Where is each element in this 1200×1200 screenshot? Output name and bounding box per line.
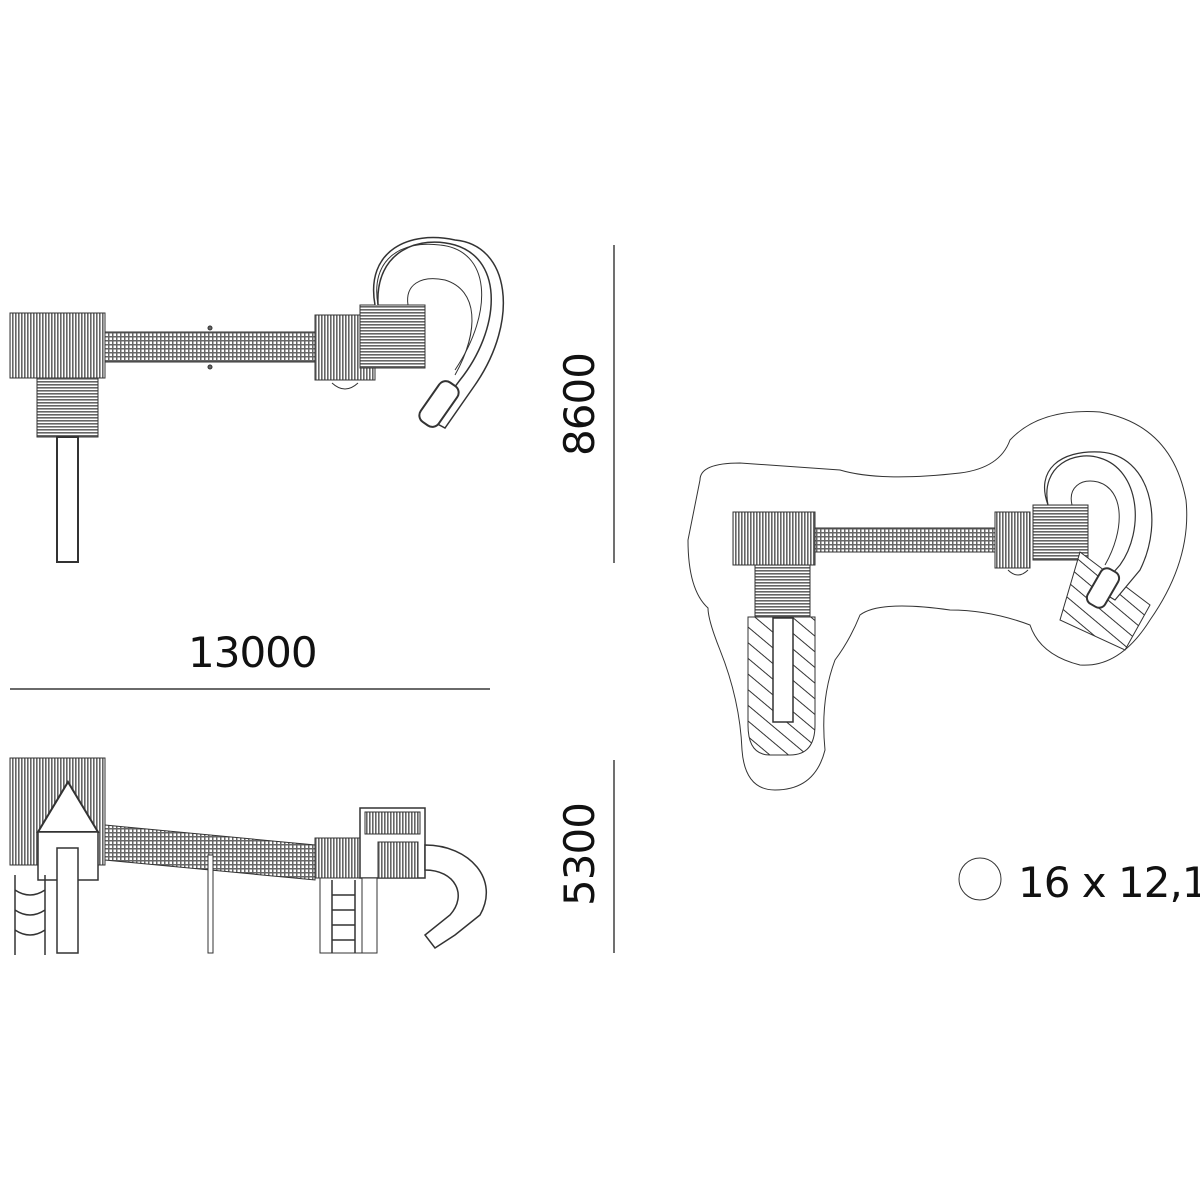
safety-zone-view	[687, 411, 1188, 791]
rope-bridge-side	[104, 824, 316, 881]
slide-side	[56, 847, 79, 954]
tube-slide-side	[423, 844, 487, 950]
tube-exit	[418, 380, 460, 428]
slide-tower-wall	[377, 841, 419, 879]
plan-platform	[1032, 504, 1089, 561]
tube-slide	[372, 236, 504, 429]
plan-left-tower	[732, 511, 816, 566]
safety-zone-outline	[687, 411, 1188, 791]
plan-ladder-arc	[1007, 569, 1029, 576]
plan-right-tower	[994, 511, 1031, 569]
circle-icon	[958, 857, 1002, 901]
spiral-climber	[14, 875, 46, 955]
bridge-support-post	[207, 854, 214, 954]
ladder	[331, 880, 356, 953]
bridge-post	[207, 364, 213, 370]
tube-slide-outer	[376, 243, 483, 371]
slide-platform	[359, 304, 426, 369]
slide-tower-post	[361, 877, 378, 954]
plan-view	[9, 236, 504, 563]
bridge-post	[207, 325, 213, 331]
straight-slide	[56, 436, 79, 563]
plan-tube-inner	[1070, 480, 1120, 566]
height-dimension: 5300	[554, 803, 604, 906]
rope-bridge	[104, 331, 316, 363]
slide-plan	[772, 617, 794, 723]
ladder-arc	[331, 382, 359, 390]
plan-tube-exit	[1085, 567, 1121, 609]
side-view	[9, 757, 487, 955]
depth-dimension: 8600	[554, 353, 604, 456]
safety-area-size: 16 x 12,1	[1018, 858, 1200, 907]
plan-tube-slide	[1043, 451, 1153, 601]
tube-slide-inner	[407, 278, 473, 376]
length-dimension: 13000	[188, 628, 318, 677]
slide-tower-roof	[364, 811, 421, 835]
lower-deck	[36, 377, 99, 438]
plan-bridge	[814, 527, 996, 553]
plan-lower-deck	[754, 564, 811, 618]
left-tower-roof	[9, 312, 106, 379]
